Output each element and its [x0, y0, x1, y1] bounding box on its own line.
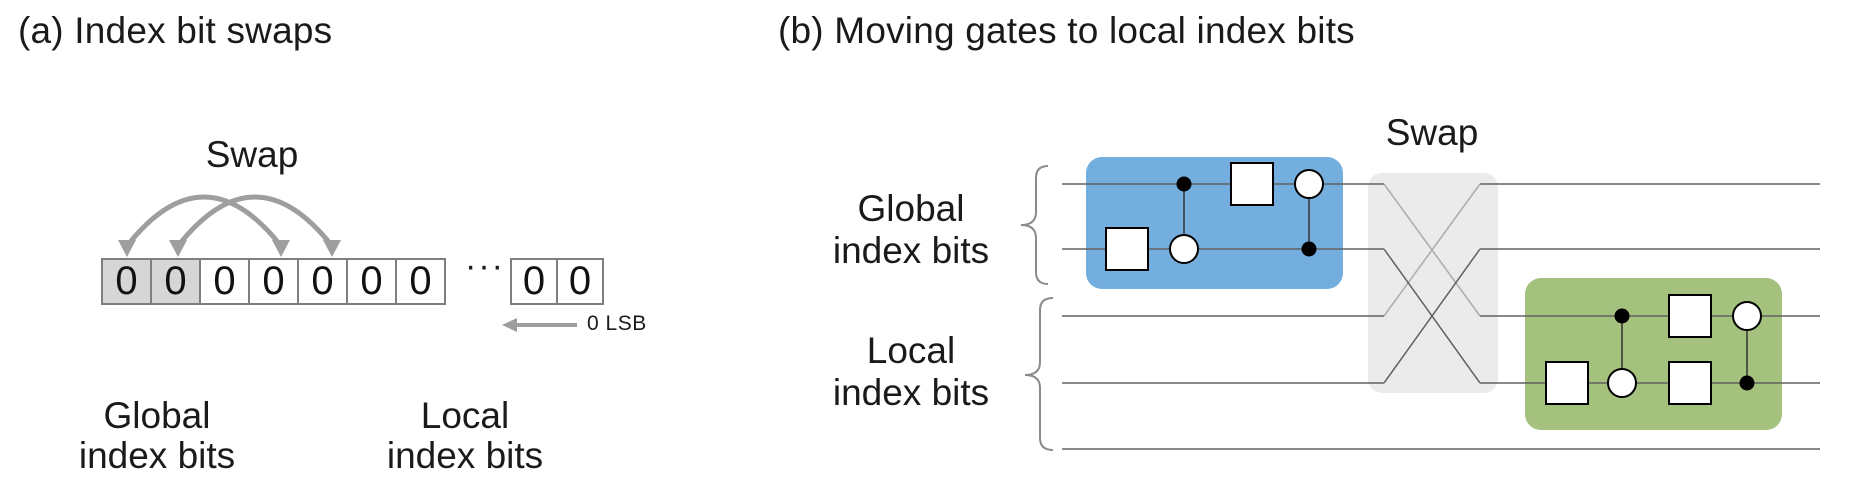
- gate-square-icon: [1668, 294, 1712, 338]
- panel-b-local-label: Local index bits: [786, 330, 1036, 414]
- lsb-label: 0 LSB: [587, 312, 647, 335]
- open-control-circle-icon: [1294, 169, 1324, 199]
- arrowhead-icon: [118, 240, 136, 257]
- bit-cell: 0: [395, 258, 446, 305]
- bit-row-ellipsis: ···: [465, 247, 505, 285]
- global-gates-box: [1086, 157, 1343, 289]
- label-line: index bits: [78, 435, 236, 476]
- global-bits-brace: [1020, 165, 1049, 285]
- control-dot-icon: [1301, 241, 1317, 257]
- swap-arcs: [118, 194, 341, 257]
- label-line: Local: [866, 330, 956, 371]
- control-dot-icon: [1739, 375, 1755, 391]
- tail-bit-cell-row: 0 0: [510, 258, 604, 305]
- label-line: Local: [420, 395, 510, 436]
- lsb-arrow: [502, 318, 577, 332]
- gate-square-icon: [1668, 361, 1712, 405]
- bit-cell: 0: [297, 258, 348, 305]
- qubit-wires: [1062, 183, 1820, 450]
- label-line: index bits: [386, 435, 544, 476]
- control-dots: [1176, 176, 1755, 391]
- label-line: Global: [857, 188, 965, 229]
- panel-a-local-label: Local index bits: [335, 396, 595, 476]
- label-line: Global: [103, 395, 211, 436]
- panel-a-title: (a) Index bit swaps: [18, 10, 333, 51]
- bit-cell: 0: [556, 258, 604, 305]
- open-control-circle-icon: [1169, 234, 1199, 264]
- gate-square-icon: [1105, 227, 1149, 271]
- bit-cell-row: 0 0 0 0 0 0 0: [101, 258, 446, 305]
- arrowhead-icon: [272, 240, 290, 257]
- control-dot-icon: [1614, 308, 1630, 324]
- control-dot-icon: [1176, 176, 1192, 192]
- bit-cell: 0: [510, 258, 558, 305]
- square-gates: [1105, 162, 1712, 405]
- arrowhead-icon: [502, 318, 517, 332]
- local-gates-box: [1525, 278, 1782, 430]
- open-control-circle-icon: [1607, 368, 1637, 398]
- label-line: index bits: [832, 372, 990, 413]
- bit-cell: 0: [199, 258, 250, 305]
- swap-crossing-4-2: [1383, 248, 1481, 384]
- arrowhead-icon: [169, 240, 187, 257]
- bit-cell: 0: [248, 258, 299, 305]
- gate-square-icon: [1230, 162, 1274, 206]
- arrowhead-icon: [323, 240, 341, 257]
- bit-cell: 0: [101, 258, 152, 305]
- gate-square-icon: [1545, 361, 1589, 405]
- swap-crossings: [1383, 183, 1481, 384]
- swap-arc-1: [125, 194, 283, 248]
- panel-a-global-label: Global index bits: [27, 396, 287, 476]
- swap-arc-2: [176, 194, 334, 248]
- swap-box: [1368, 173, 1498, 393]
- open-controls: [1169, 169, 1762, 398]
- bit-cell: 0: [150, 258, 201, 305]
- swap-crossing-3-1: [1383, 183, 1481, 317]
- panel-b-swap-label: Swap: [1385, 112, 1479, 153]
- bit-cell: 0: [346, 258, 397, 305]
- label-line: index bits: [832, 230, 990, 271]
- panel-b-global-label: Global index bits: [786, 188, 1036, 272]
- local-bits-brace: [1024, 297, 1054, 451]
- open-control-circle-icon: [1732, 301, 1762, 331]
- panel-a-swap-label: Swap: [205, 134, 299, 175]
- panel-b-title: (b) Moving gates to local index bits: [778, 10, 1355, 51]
